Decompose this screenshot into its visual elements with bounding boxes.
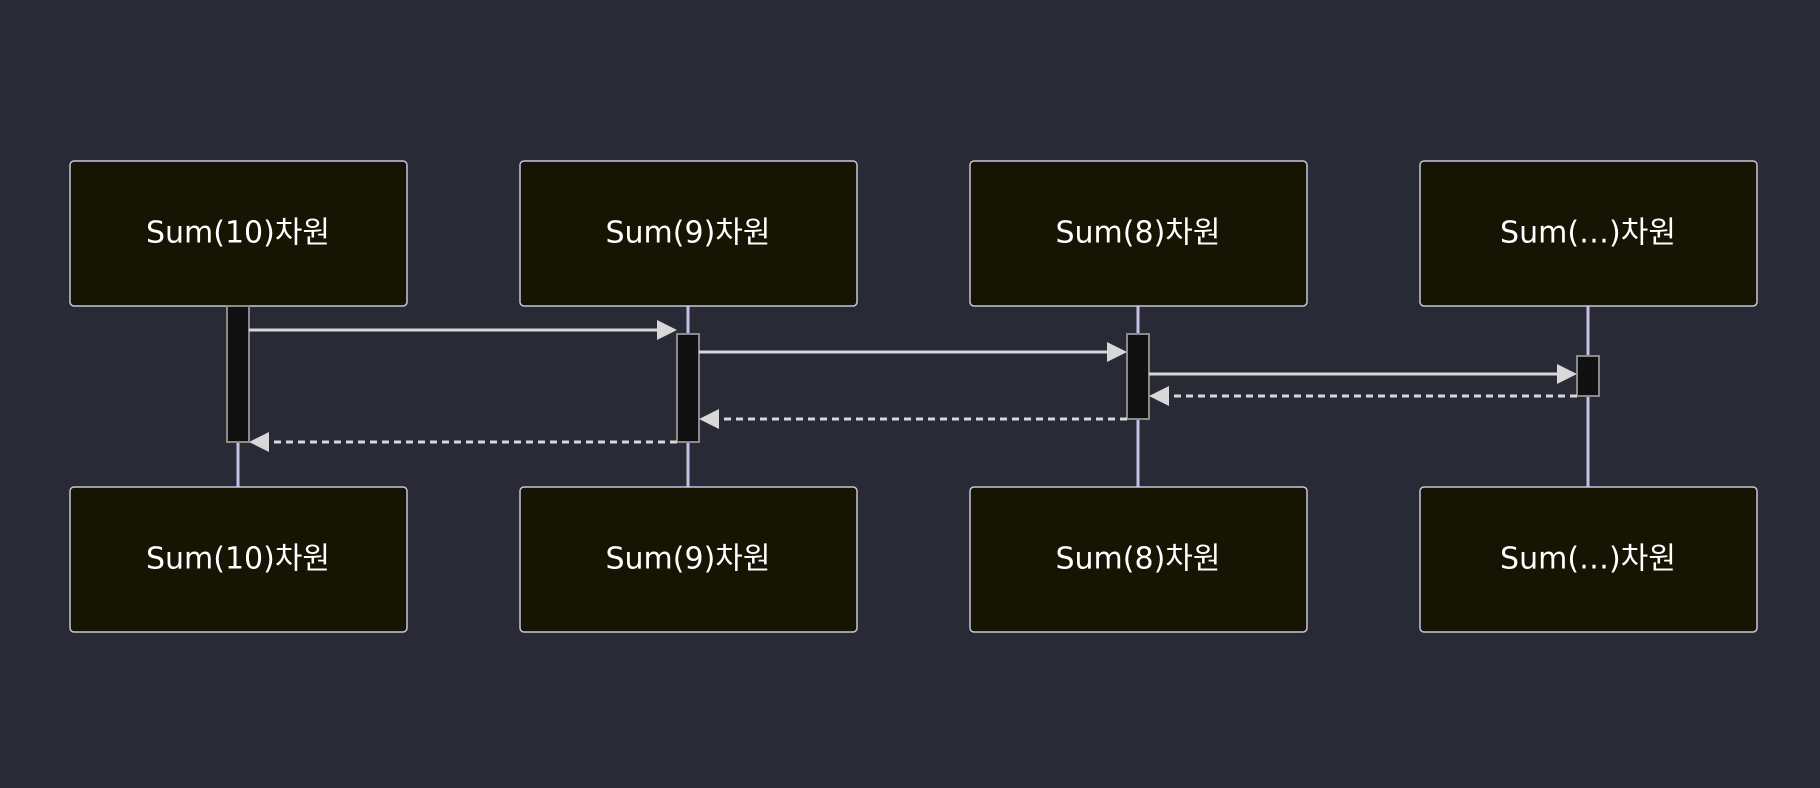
actor-label: Sum(10)차원 xyxy=(146,542,330,577)
message-call-8-to-etc xyxy=(1149,364,1577,384)
actor-bottom-sum-9: Sum(9)차원 xyxy=(519,486,858,633)
actor-bottom-sum-etc: Sum(…)차원 xyxy=(1419,486,1758,633)
message-call-9-to-8 xyxy=(699,342,1127,362)
activation-sum-9 xyxy=(676,333,700,443)
arrowhead-icon xyxy=(1557,364,1577,384)
actor-label: Sum(9)차원 xyxy=(606,216,771,251)
actor-label: Sum(…)차원 xyxy=(1500,542,1676,577)
arrowhead-icon xyxy=(699,409,719,429)
actor-top-sum-8: Sum(8)차원 xyxy=(969,160,1308,307)
message-call-10-to-9 xyxy=(249,320,677,340)
activation-sum-10 xyxy=(226,305,250,443)
message-return-8-to-9 xyxy=(699,409,1127,429)
actor-label: Sum(10)차원 xyxy=(146,216,330,251)
actor-label: Sum(8)차원 xyxy=(1056,542,1221,577)
actor-top-sum-10: Sum(10)차원 xyxy=(69,160,408,307)
arrowhead-icon xyxy=(1107,342,1127,362)
message-return-etc-to-8 xyxy=(1149,386,1577,406)
activation-sum-8 xyxy=(1126,333,1150,420)
actor-bottom-sum-8: Sum(8)차원 xyxy=(969,486,1308,633)
actor-label: Sum(9)차원 xyxy=(606,542,771,577)
actor-bottom-sum-10: Sum(10)차원 xyxy=(69,486,408,633)
activation-sum-etc xyxy=(1576,355,1600,397)
arrowhead-icon xyxy=(1149,386,1169,406)
actor-top-sum-9: Sum(9)차원 xyxy=(519,160,858,307)
actor-label: Sum(8)차원 xyxy=(1056,216,1221,251)
message-return-9-to-10 xyxy=(249,432,677,452)
arrowhead-icon xyxy=(249,432,269,452)
actor-top-sum-etc: Sum(…)차원 xyxy=(1419,160,1758,307)
arrowhead-icon xyxy=(657,320,677,340)
actor-label: Sum(…)차원 xyxy=(1500,216,1676,251)
